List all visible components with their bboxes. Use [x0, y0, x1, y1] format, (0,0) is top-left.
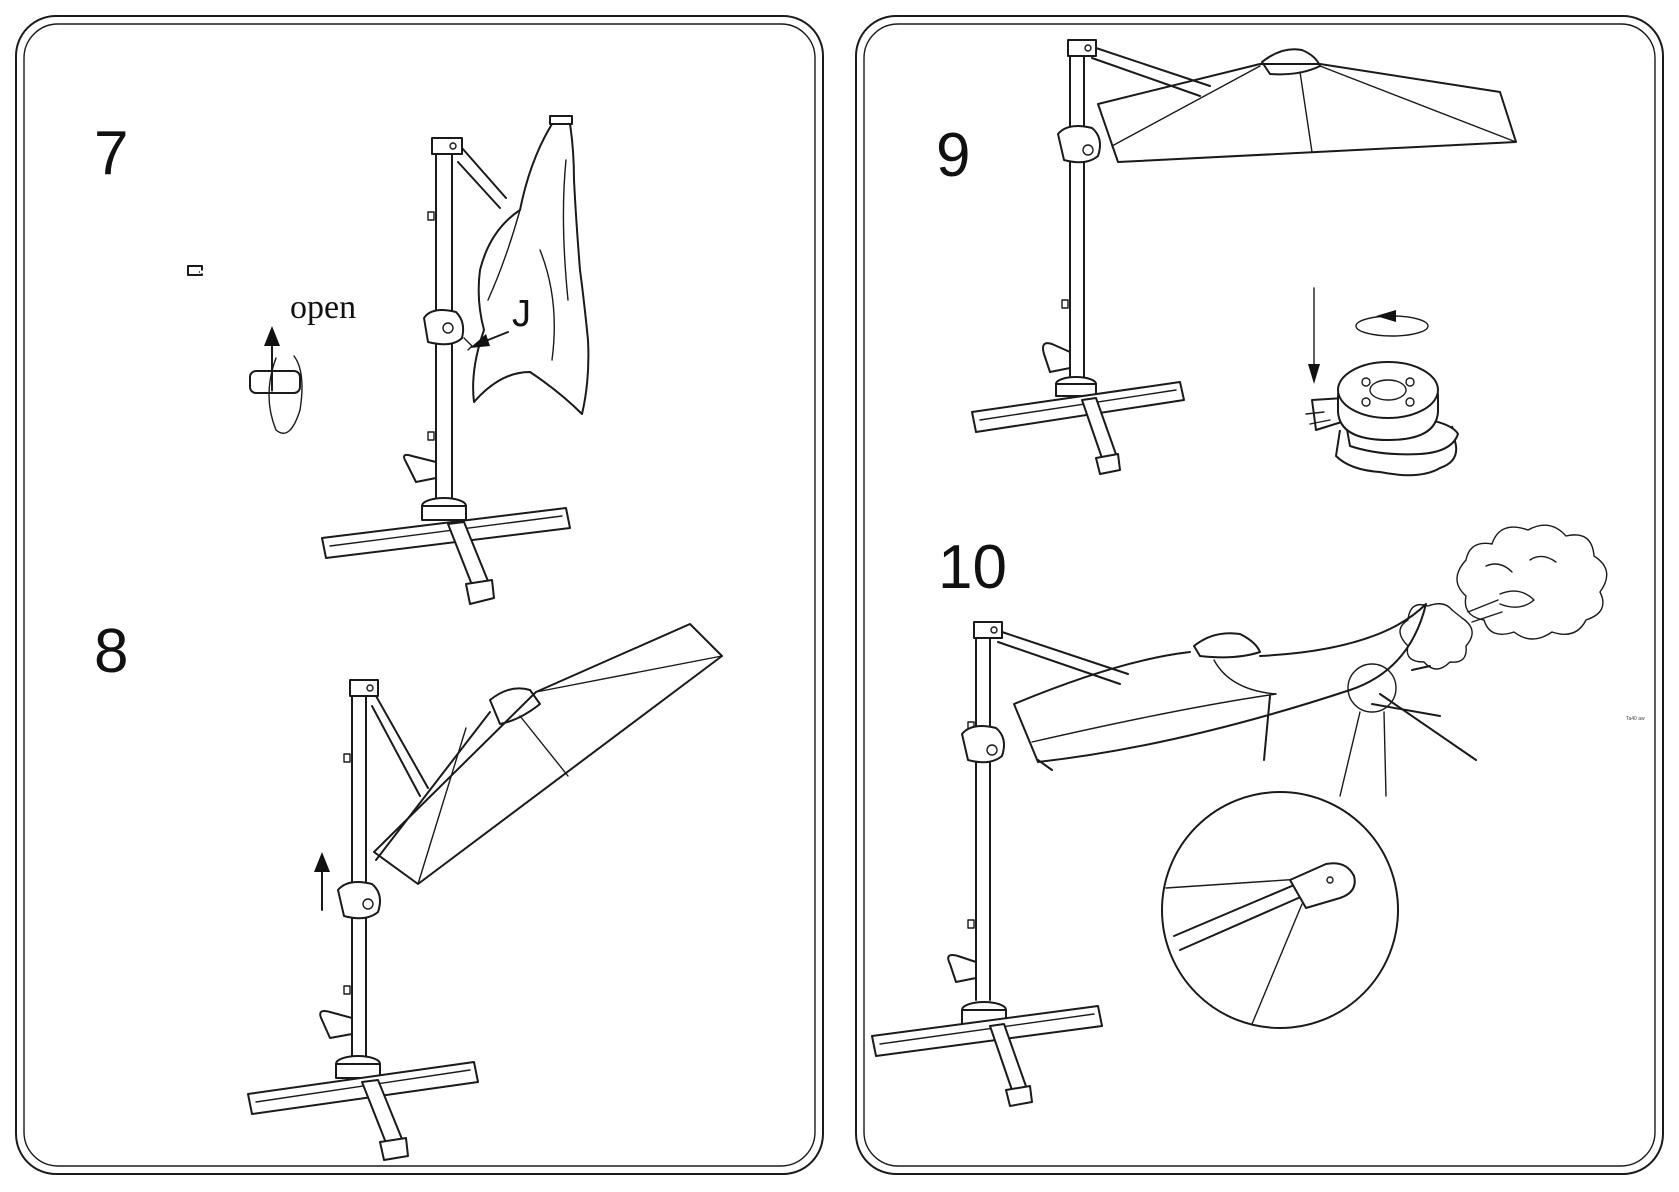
- step-number-7: 7: [94, 119, 128, 188]
- step-number-10: 10: [938, 533, 1007, 602]
- step7-cross-base: [322, 455, 570, 604]
- step-number-9: 9: [936, 121, 970, 190]
- step7-umbrella-pole: [424, 138, 506, 500]
- step7-open-label: open: [290, 289, 356, 326]
- step7-folded-canopy: [473, 116, 588, 414]
- svg-text:J: J: [512, 293, 531, 335]
- step9-down-arrow: [1308, 288, 1320, 384]
- step10-wind-cloud: [1400, 525, 1607, 669]
- step8-cross-base: [248, 1011, 478, 1160]
- step8-lift-arrow: [314, 852, 330, 910]
- step8-canopy: [374, 624, 722, 884]
- corner-tag: Ta40 aw: [1626, 716, 1645, 722]
- panel-left-frame: [16, 16, 823, 1174]
- step-number-8: 8: [94, 617, 128, 686]
- step10-umbrella-pole: [962, 622, 1128, 1000]
- step9-rotate-arrow: [1356, 310, 1428, 336]
- step9-cross-base: [972, 343, 1184, 474]
- step8-umbrella-pole: [338, 680, 428, 1060]
- step9-base-plate-detail: [1306, 362, 1458, 475]
- step10-canopy: [1014, 604, 1476, 770]
- step10-magnified-detail: [1162, 712, 1398, 1028]
- step9-umbrella: [1058, 40, 1516, 384]
- step10-cross-base: [872, 955, 1102, 1106]
- step7-crank-handle: [188, 266, 300, 393]
